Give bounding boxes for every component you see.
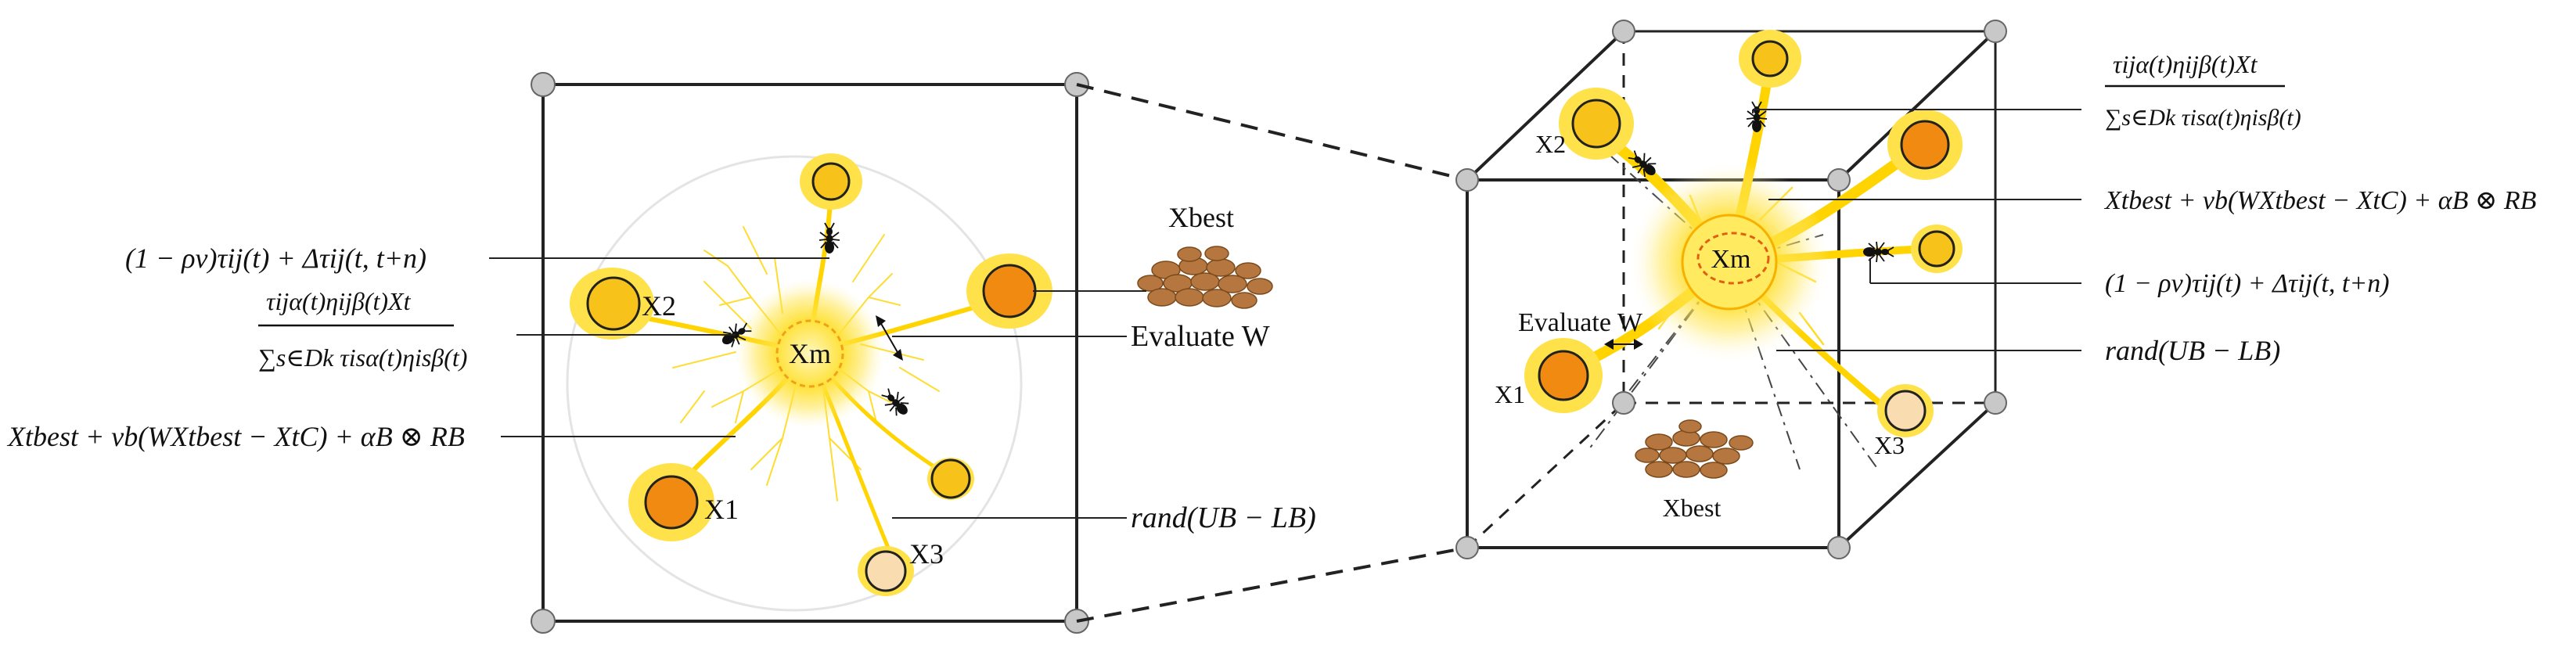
left-node-x2 [570,268,654,340]
left-leader-lines [489,257,1146,519]
left-probability-numerator: τijα(t)ηijβ(t)Xt [266,287,412,315]
left-node-orange [966,253,1052,329]
right-pheromone-formula: (1 − ρv)τij(t) + Δτij(t, t+n) [2105,269,2390,298]
left-node-top [800,153,862,210]
left-node-right-lower [927,458,974,500]
left-node-x3 [858,546,914,596]
left-xm-ring [775,319,844,388]
right-evaluate-label: Evaluate W [1518,308,1643,337]
search-boundary-circle [566,155,1023,612]
left-ant-3 [876,383,915,422]
zoom-connector-lines [1076,83,1468,623]
left-xm-label: Xm [789,338,831,369]
right-node-x3 [1877,384,1934,437]
cube-vertices [1455,20,2007,559]
left-x1-label: X1 [704,494,739,525]
left-x3-label: X3 [909,538,944,570]
left-food-pile [1137,246,1273,309]
right-probability-numerator: τijα(t)ηijβ(t)Xt [2113,50,2258,78]
right-leader-lines [1752,109,2081,351]
right-node-orange [1887,110,1963,180]
left-update-formula: Xtbest + vb(WXtbest − XtC) + αB ⊗ RB [6,421,465,452]
right-node-right [1911,225,1963,273]
left-panel: Xm X2 X1 X3 Xbest Evaluate W rand(UB − L… [6,72,1316,634]
right-xm-ring [1696,232,1770,285]
right-xbest-label: Xbest [1663,494,1722,522]
cube-back-edges [1624,30,1997,403]
left-node-x1 [628,463,714,541]
right-update-formula: Xtbest + vb(WXtbest − XtC) + αB ⊗ RB [2103,186,2537,215]
right-x1-label: X1 [1495,380,1525,408]
right-node-x1 [1524,338,1603,413]
right-random-formula: rand(UB − LB) [2105,335,2280,366]
right-x3-label: X3 [1874,431,1905,459]
left-center-glow [736,279,884,428]
right-x2-label: X2 [1535,130,1566,158]
right-xm-label: Xm [1711,245,1751,274]
right-probability-denominator: ∑s∈Dk τisα(t)ηisβ(t) [2105,105,2301,131]
right-food-pile [1635,419,1754,479]
left-random-formula: rand(UB − LB) [1131,501,1316,534]
left-search-space-box [541,83,1078,623]
left-x2-label: X2 [642,290,676,322]
left-probability-denominator: ∑s∈Dk τisα(t)ηisβ(t) [258,343,467,372]
left-xbest-label: Xbest [1168,202,1234,233]
left-evaluate-arrow [880,322,899,354]
left-pheromone-formula: (1 − ρv)τij(t) + Δτij(t, t+n) [125,243,426,274]
left-evaluate-label: Evaluate W [1131,320,1270,353]
right-panel: Xm X2 X1 X3 Xbest Evaluate W τijα(t)ηijβ… [1455,20,2537,559]
right-node-x2 [1559,88,1634,160]
right-node-top [1739,30,1801,88]
